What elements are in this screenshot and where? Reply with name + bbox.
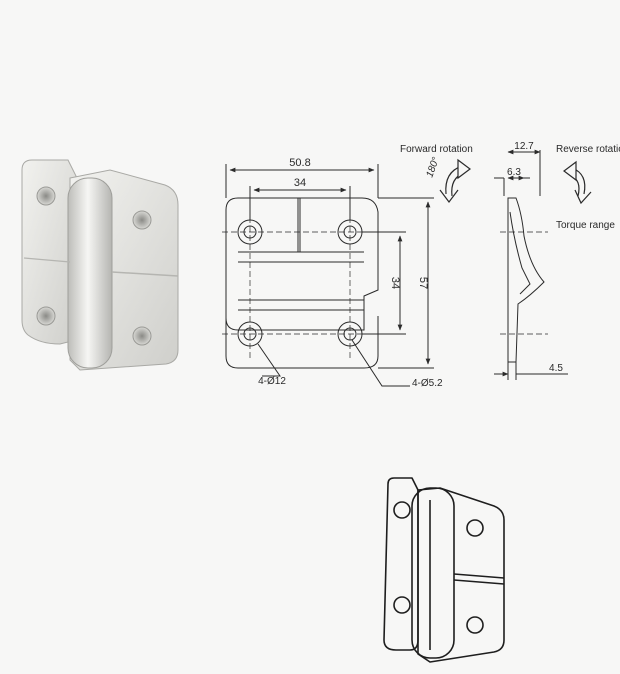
mount-hole	[466, 616, 484, 634]
reverse-rotation-label: Reverse rotation	[556, 144, 620, 155]
mount-hole	[466, 519, 484, 537]
dim-hole-spacing-y: 34	[389, 277, 401, 289]
forward-rotation-label: Forward rotation	[400, 144, 473, 155]
dim-counterbore-label: 4-Ø12	[258, 376, 286, 387]
torque-range-label: Torque range	[556, 220, 615, 231]
dim-overall-width: 50.8	[289, 157, 310, 169]
curved-arrow-icon	[563, 160, 592, 205]
mount-hole	[132, 326, 152, 346]
curved-arrow-icon	[439, 158, 471, 203]
rear-leaf	[21, 159, 77, 345]
mount-hole	[36, 306, 56, 326]
mount-hole	[132, 210, 152, 230]
dim-hole-spacing-x: 34	[294, 177, 306, 189]
mount-hole	[393, 501, 411, 519]
dim-base-thickness: 4.5	[549, 363, 563, 374]
angle-label: 180°	[424, 156, 441, 179]
mount-hole	[393, 596, 411, 614]
dim-hole-label: 4-Ø5.2	[412, 378, 443, 389]
side-view-drawing	[494, 149, 568, 380]
line-art-hinge	[383, 477, 505, 663]
mount-hole	[36, 186, 56, 206]
dim-leaf-depth: 12.7	[514, 141, 534, 152]
rendered-hinge	[21, 159, 179, 371]
dim-overall-height: 57	[417, 277, 429, 289]
dim-offset: 6.3	[507, 167, 521, 178]
front-view-drawing	[222, 164, 434, 387]
hinge-barrel	[67, 177, 113, 369]
